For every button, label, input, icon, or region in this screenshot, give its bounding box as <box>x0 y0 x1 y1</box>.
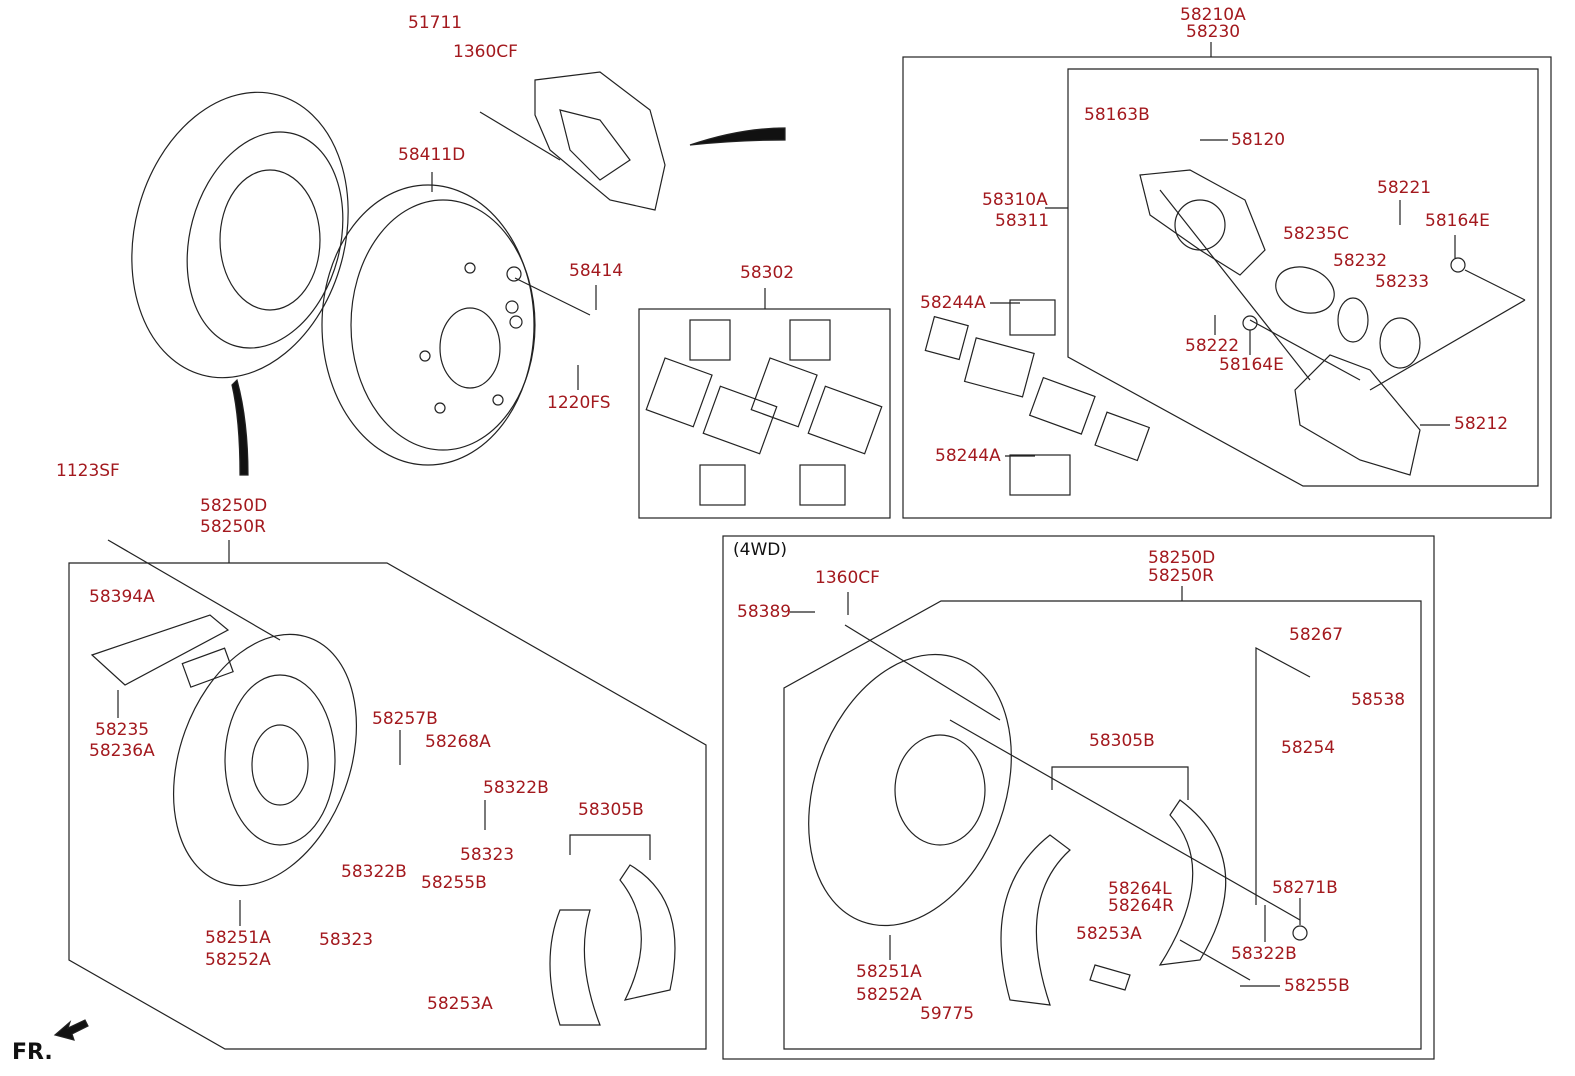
label-58164e[interactable]: 58164E <box>1425 211 1490 231</box>
label-58253a[interactable]: 58253A <box>427 994 493 1014</box>
label-59775[interactable]: 59775 <box>920 1004 975 1024</box>
leader-lines <box>107 42 1526 987</box>
label-58235[interactable]: 58235 <box>95 720 150 740</box>
label-58323[interactable]: 58323 <box>460 845 515 865</box>
box-58210a <box>902 56 1552 519</box>
label-4wd: (4WD) <box>733 540 787 560</box>
caliper-assembly-58310a <box>924 169 1466 496</box>
label-58163b[interactable]: 58163B <box>1084 105 1150 125</box>
label-58250d[interactable]: 58250D <box>200 496 268 516</box>
label-58232[interactable]: 58232 <box>1333 251 1388 271</box>
label-58394a[interactable]: 58394A <box>89 587 155 607</box>
label-58244a[interactable]: 58244A <box>935 446 1001 466</box>
backing-plate-right <box>808 653 1308 1006</box>
label-58236a[interactable]: 58236A <box>89 741 155 761</box>
label-58268a[interactable]: 58268A <box>425 732 491 752</box>
label-58251a[interactable]: 58251A <box>205 928 271 948</box>
label-58267[interactable]: 58267 <box>1289 625 1344 645</box>
label-1360cf[interactable]: 1360CF <box>815 568 880 588</box>
label-58322b[interactable]: 58322B <box>1231 944 1297 964</box>
label-58255b[interactable]: 58255B <box>421 873 487 893</box>
label-58233[interactable]: 58233 <box>1375 272 1430 292</box>
label-58210a[interactable]: 58210A <box>1180 5 1246 25</box>
label-1360cf[interactable]: 1360CF <box>453 42 518 62</box>
label-58255b[interactable]: 58255B <box>1284 976 1350 996</box>
label-58230[interactable]: 58230 <box>1186 22 1241 42</box>
bracket-58305b-left <box>569 834 651 860</box>
label-58264l[interactable]: 58264L <box>1108 879 1172 899</box>
label-58538[interactable]: 58538 <box>1351 690 1406 710</box>
label-58322b[interactable]: 58322B <box>341 862 407 882</box>
front-direction-label: FR. <box>12 1040 53 1065</box>
label-58252a[interactable]: 58252A <box>205 950 271 970</box>
label-58212[interactable]: 58212 <box>1454 414 1509 434</box>
label-1123sf[interactable]: 1123SF <box>56 461 120 481</box>
label-58250d[interactable]: 58250D <box>1148 548 1216 568</box>
label-58250r[interactable]: 58250R <box>1148 566 1214 586</box>
label-58235c[interactable]: 58235C <box>1283 224 1349 244</box>
label-51711[interactable]: 51711 <box>408 13 463 33</box>
label-58305b[interactable]: 58305B <box>1089 731 1155 751</box>
bracket-58267 <box>1255 646 1311 905</box>
pad-kit-58302 <box>645 319 883 506</box>
label-58305b[interactable]: 58305B <box>578 800 644 820</box>
front-direction-arrow <box>53 1019 89 1041</box>
box-58310a <box>1067 68 1539 487</box>
label-58120[interactable]: 58120 <box>1231 130 1286 150</box>
caliper-top <box>534 71 786 211</box>
label-58264r[interactable]: 58264R <box>1108 896 1174 916</box>
label-58411d[interactable]: 58411D <box>398 145 466 165</box>
box-4wd <box>722 535 1435 1060</box>
brake-disc-58411d <box>321 184 536 466</box>
label-58389[interactable]: 58389 <box>737 602 792 622</box>
label-58222[interactable]: 58222 <box>1185 336 1240 356</box>
label-58250r[interactable]: 58250R <box>200 517 266 537</box>
label-58310a[interactable]: 58310A <box>982 190 1048 210</box>
label-58252a[interactable]: 58252A <box>856 985 922 1005</box>
label-58414[interactable]: 58414 <box>569 261 624 281</box>
label-58271b[interactable]: 58271B <box>1272 878 1338 898</box>
label-1220fs[interactable]: 1220FS <box>547 393 611 413</box>
box-58250d-left <box>68 562 707 1050</box>
label-58253a[interactable]: 58253A <box>1076 924 1142 944</box>
label-58244a[interactable]: 58244A <box>920 293 986 313</box>
label-58302[interactable]: 58302 <box>740 263 795 283</box>
label-58164e[interactable]: 58164E <box>1219 355 1284 375</box>
label-58311[interactable]: 58311 <box>995 211 1050 231</box>
box-58302 <box>638 308 891 519</box>
backing-plate-top <box>131 91 349 476</box>
box-58250d-right <box>783 600 1422 1050</box>
label-58323[interactable]: 58323 <box>319 930 374 950</box>
label-58254[interactable]: 58254 <box>1281 738 1336 758</box>
label-58221[interactable]: 58221 <box>1377 178 1432 198</box>
bracket-58305b-right <box>1051 766 1189 800</box>
label-58257b[interactable]: 58257B <box>372 709 438 729</box>
label-58322b[interactable]: 58322B <box>483 778 549 798</box>
backing-plate-left <box>90 614 676 1026</box>
label-58251a[interactable]: 58251A <box>856 962 922 982</box>
